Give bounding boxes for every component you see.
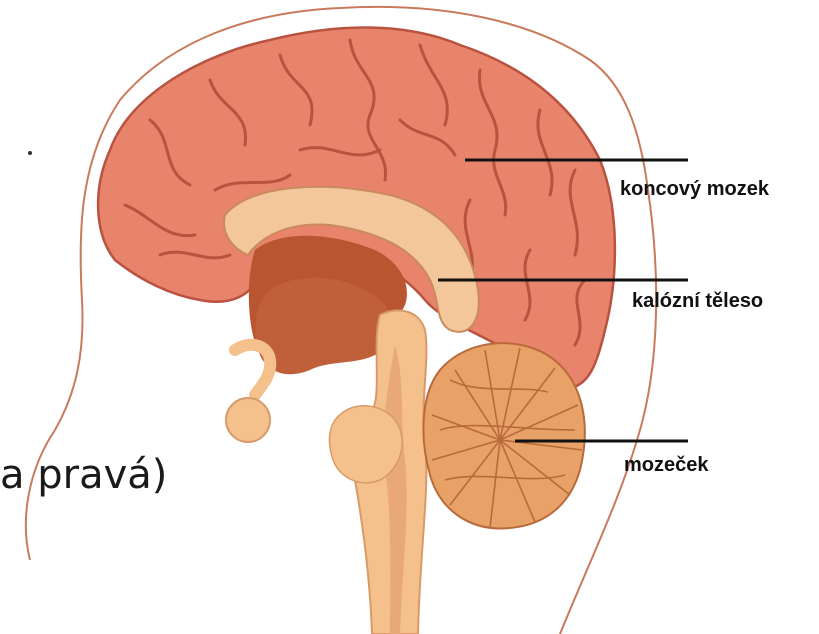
pituitary-stalk [235, 345, 270, 395]
label-cerebellum: mozeček [624, 454, 709, 477]
label-cerebrum: koncový mozek [620, 178, 769, 201]
pituitary-gland [226, 398, 270, 442]
stray-dot [28, 151, 32, 155]
pons-shape [329, 406, 402, 483]
slide-text-fragment: a pravá) [0, 452, 167, 498]
label-corpus-callosum: kalózní těleso [632, 290, 763, 313]
